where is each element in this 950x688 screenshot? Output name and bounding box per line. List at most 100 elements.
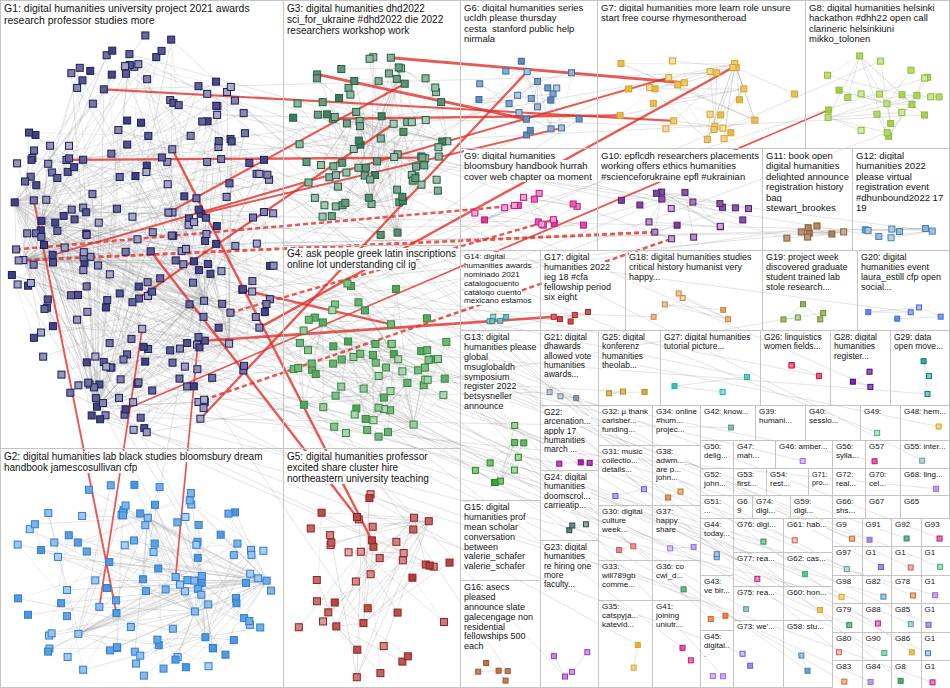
network-edge [155,505,195,612]
vertex-image [850,379,855,384]
vertex-image [717,224,723,230]
vertex-image [390,120,397,127]
vertex-image [79,77,86,84]
vertex-image [234,540,241,547]
vertex-image [524,69,530,75]
vertex-image [116,394,123,401]
network-edge [363,578,412,623]
network-edge [336,626,402,661]
network-edge [655,83,684,89]
vertex-image [438,99,445,106]
vertex-image [68,70,75,77]
vertex-image [113,644,120,651]
network-edge [129,54,922,461]
vertex-image [50,259,57,266]
network-edge [17,163,97,406]
vertex-image [411,514,418,521]
network-edge [15,202,204,408]
vertex-image [338,383,345,390]
vertex-image [96,603,103,610]
vertex-image [116,174,123,181]
vertex-image [331,113,338,120]
vertex-image [8,271,15,278]
vertex-image [80,249,87,256]
vertex-image [167,347,174,354]
vertex-image [558,394,563,399]
vertex-image [137,414,144,421]
network-edge [518,88,548,95]
vertex-image [249,214,256,221]
vertex-image [377,231,384,238]
network-edge [665,304,728,319]
vertex-image [241,130,248,137]
vertex-image [49,251,56,258]
network-edge [359,519,430,565]
vertex-image [570,523,575,528]
network-edge [97,363,173,407]
network-edge [265,312,929,625]
vertex-image [54,553,61,560]
network-edge [267,175,633,547]
vertex-image [690,199,696,205]
vertex-image [97,416,104,423]
vertex-image [717,223,723,229]
vertex-image [213,223,220,230]
network-edge [144,581,267,676]
vertex-image [652,86,658,92]
network-edge [683,298,728,319]
vertex-image [249,278,256,285]
vertex-image [43,196,50,203]
vertex-image [196,267,203,274]
vertex-image [574,396,579,401]
network-edge [485,193,540,220]
vertex-image [214,111,221,118]
vertex-image [394,229,401,236]
vertex-image [114,645,121,652]
network-edge [333,119,365,176]
vertex-image [320,618,327,625]
network-edge [41,146,50,221]
vertex-image [503,68,509,74]
network-edge [57,178,229,344]
vertex-image [671,118,677,124]
vertex-image [124,117,131,124]
vertex-image [169,146,176,153]
vertex-image [14,281,21,288]
network-edge [19,68,80,261]
vertex-image [54,174,61,181]
vertex-image [227,83,234,90]
vertex-image [195,334,202,341]
vertex-image [113,205,120,212]
network-edge [655,63,735,88]
network-edge [15,145,128,203]
vertex-image [570,669,575,674]
vertex-image [270,210,277,217]
vertex-image [147,248,154,255]
vertex-image [264,171,271,178]
vertex-image [650,100,656,106]
vertex-image [721,674,726,679]
vertex-image [95,262,102,269]
vertex-image [325,609,332,616]
vertex-image [99,400,106,407]
vertex-image [746,206,752,212]
network-edge [717,73,731,133]
vertex-image [825,114,831,120]
network-edge [15,202,274,265]
vertex-image [512,422,518,428]
network-edge [270,266,911,568]
network-edge [335,527,373,603]
vertex-image [307,525,314,532]
network-edge [205,555,233,637]
vertex-image [350,145,357,152]
vertex-image [395,356,402,363]
network-edge [68,580,96,657]
vertex-image [551,314,556,319]
network-edge [479,100,509,104]
vertex-image [296,141,303,148]
vertex-image [202,634,209,641]
vertex-image [155,565,162,572]
network-edge [524,197,554,219]
network-edge [18,284,97,406]
network-edge [111,485,176,659]
